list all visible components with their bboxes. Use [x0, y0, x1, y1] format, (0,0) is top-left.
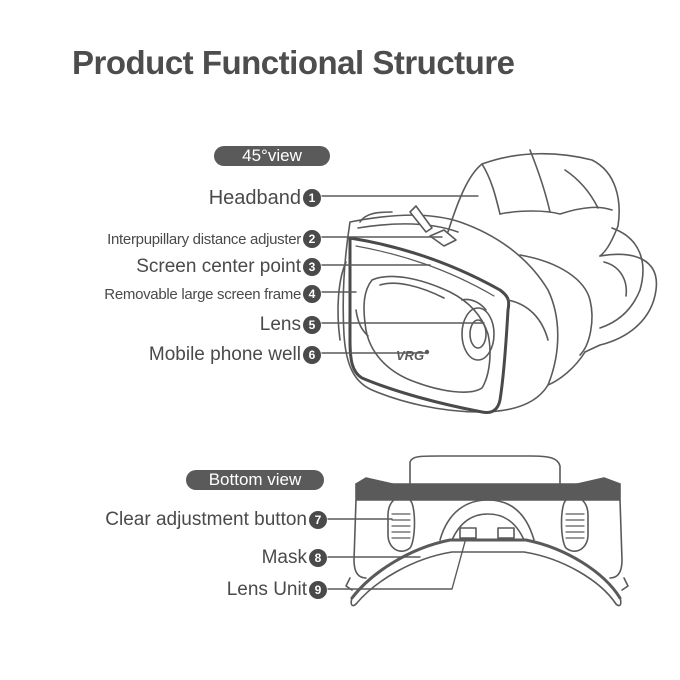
lens — [461, 307, 495, 361]
callout-1: Headband 1 — [209, 187, 321, 209]
adjust-button-left — [387, 496, 416, 552]
view-label-45: 45°view — [214, 146, 330, 166]
callout-label: Mask — [261, 547, 307, 568]
view-label-bottom: Bottom view — [186, 470, 324, 490]
callout-2: Interpupillary distance adjuster 2 — [107, 228, 321, 250]
lens-unit — [439, 499, 535, 541]
callout-number: 4 — [303, 285, 321, 303]
screen-frame — [348, 236, 511, 414]
callout-8: Mask 8 — [262, 547, 327, 569]
leader-lines-45 — [321, 195, 485, 354]
callout-label: Screen center point — [136, 256, 301, 277]
callout-number: 7 — [309, 511, 327, 529]
callout-number: 6 — [303, 346, 321, 364]
callout-9: Lens Unit 9 — [227, 579, 327, 601]
brand-logo: VRG — [396, 348, 424, 363]
callout-number: 9 — [309, 581, 327, 599]
callout-number: 1 — [303, 189, 321, 207]
page-title: Product Functional Structure — [72, 44, 515, 81]
callout-number: 3 — [303, 258, 321, 276]
callout-7: Clear adjustment button 7 — [105, 509, 327, 531]
callout-number: 8 — [309, 549, 327, 567]
leader-lines-bottom — [327, 518, 467, 590]
callout-4: Removable large screen frame 4 — [104, 283, 321, 305]
mask — [350, 538, 622, 600]
callout-number: 5 — [303, 316, 321, 334]
callout-label: Headband — [208, 186, 301, 209]
callout-number: 2 — [303, 230, 321, 248]
adjust-button-right — [560, 496, 589, 552]
callout-label: Interpupillary distance adjuster — [107, 230, 301, 248]
ipd-adjuster — [409, 205, 433, 233]
headset-bottom-view — [345, 455, 629, 607]
callout-label: Lens Unit — [226, 579, 307, 600]
headset-45-view: VRG — [337, 149, 658, 414]
lens-window — [363, 275, 491, 393]
callout-label: Clear adjustment button — [105, 509, 307, 530]
headset-body — [342, 214, 559, 413]
callout-label: Removable large screen frame — [104, 285, 301, 303]
callout-label: Mobile phone well — [148, 344, 301, 365]
callout-3: Screen center point 3 — [136, 256, 321, 278]
headband-strap — [445, 152, 620, 257]
callout-6: Mobile phone well 6 — [149, 344, 321, 366]
callout-label: Lens — [259, 314, 301, 335]
callout-5: Lens 5 — [260, 314, 321, 336]
